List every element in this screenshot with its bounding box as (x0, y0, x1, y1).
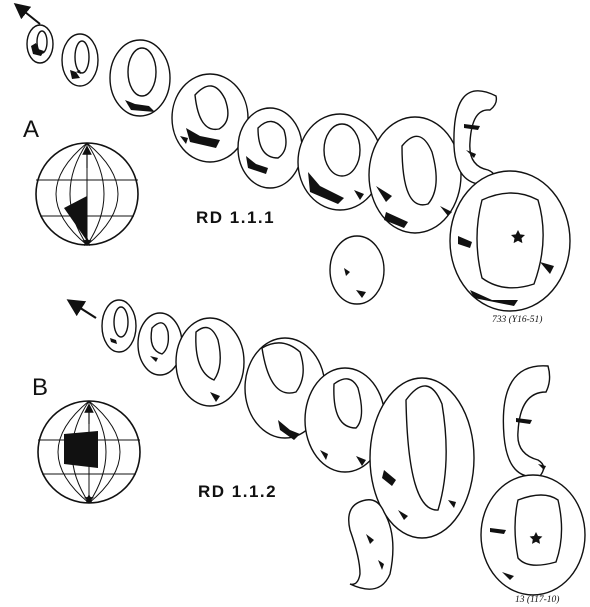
specimen-note-a: 733 (Y16-51) (492, 314, 542, 325)
panel-letter-b: B (32, 374, 48, 401)
panel-b: B RD 1.1.2 13 (117-10) (32, 300, 585, 605)
section-b2 (138, 313, 182, 375)
globe-orientation-icon (36, 143, 138, 246)
section-b1 (102, 300, 136, 352)
panel-letter-a: A (23, 116, 39, 143)
section-a2 (62, 34, 98, 86)
arrow-icon (20, 8, 40, 24)
section-a9-small-oval (330, 236, 384, 304)
section-code-a: RD 1.1.1 (196, 208, 275, 227)
globe-orientation-icon (38, 401, 140, 503)
orientation-sector-b (64, 431, 98, 468)
section-a5 (238, 108, 302, 188)
section-a10-large (450, 171, 570, 311)
section-a8-c-shape (454, 91, 496, 185)
arrow-icon (74, 304, 96, 318)
specimen-note-b: 13 (117-10) (515, 594, 559, 605)
panel-a: A RD 1.1.1 733 (Y16-51) (20, 8, 570, 325)
section-b9-large (481, 475, 585, 595)
section-series-b (102, 300, 585, 595)
section-code-b: RD 1.1.2 (198, 482, 277, 501)
section-a1 (27, 25, 53, 63)
section-a3 (110, 40, 170, 116)
section-b3 (176, 318, 244, 406)
section-a7 (369, 117, 461, 233)
section-a4 (172, 74, 248, 162)
section-b7-c-shape (503, 366, 549, 477)
